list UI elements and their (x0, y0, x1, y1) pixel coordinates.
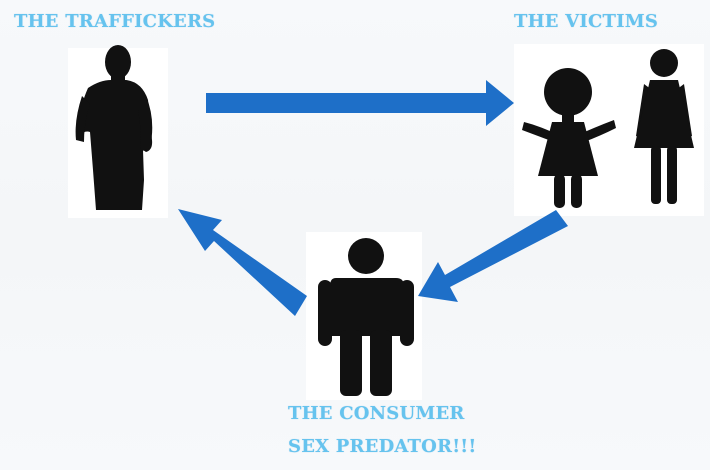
girl-child-icon (522, 68, 616, 208)
up-left-arrow-icon (178, 209, 307, 316)
man-silhouette-icon (75, 45, 153, 210)
victims-label: THE VICTIMS (514, 11, 659, 32)
traffickers-label: THE TRAFFICKERS (14, 11, 216, 32)
down-left-arrow-icon (418, 210, 568, 302)
predator-label: SEX PREDATOR!!! (288, 436, 477, 457)
man-pictogram-icon (318, 238, 414, 396)
woman-silhouette-icon (634, 49, 694, 204)
right-arrow-icon (206, 80, 514, 126)
consumer-label: THE CONSUMER (288, 403, 465, 424)
